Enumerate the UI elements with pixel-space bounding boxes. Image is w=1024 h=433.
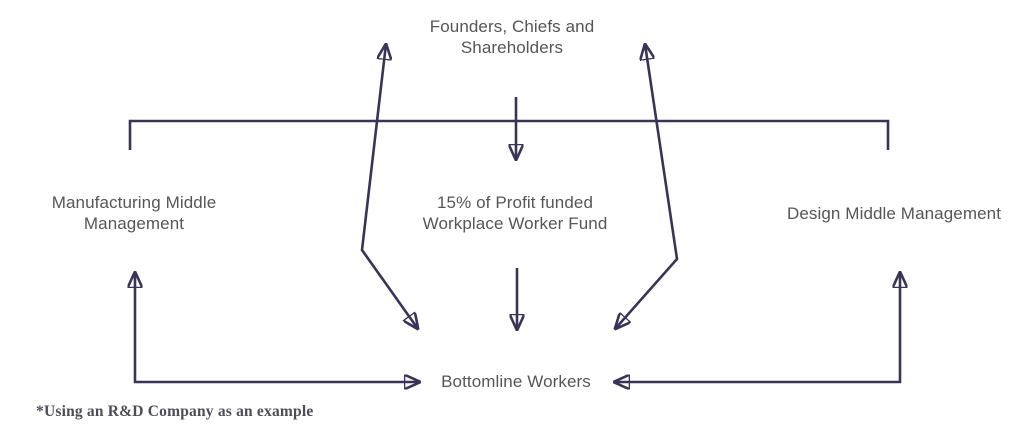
node-design-middle-management: Design Middle Management: [786, 204, 1002, 223]
node-bottomline-workers: Bottomline Workers: [441, 372, 591, 391]
arrow-founders-workers-right: [615, 44, 679, 329]
node-profit-workplace-worker-fund: 15% of Profit funded Workplace Worker Fu…: [422, 193, 608, 233]
bracket-founders-to-middle-management: [128, 119, 890, 150]
arrow-manufacturing-workers: [135, 272, 420, 382]
node-founders-chiefs-shareholders: Founders, Chiefs and Shareholders: [429, 17, 595, 57]
arrow-founders-workers-left: [360, 44, 418, 329]
diagram-footnote: *Using an R&D Company as an example: [36, 403, 314, 420]
node-manufacturing-middle-management: Manufacturing Middle Management: [51, 193, 217, 233]
arrow-design-workers: [614, 272, 900, 382]
